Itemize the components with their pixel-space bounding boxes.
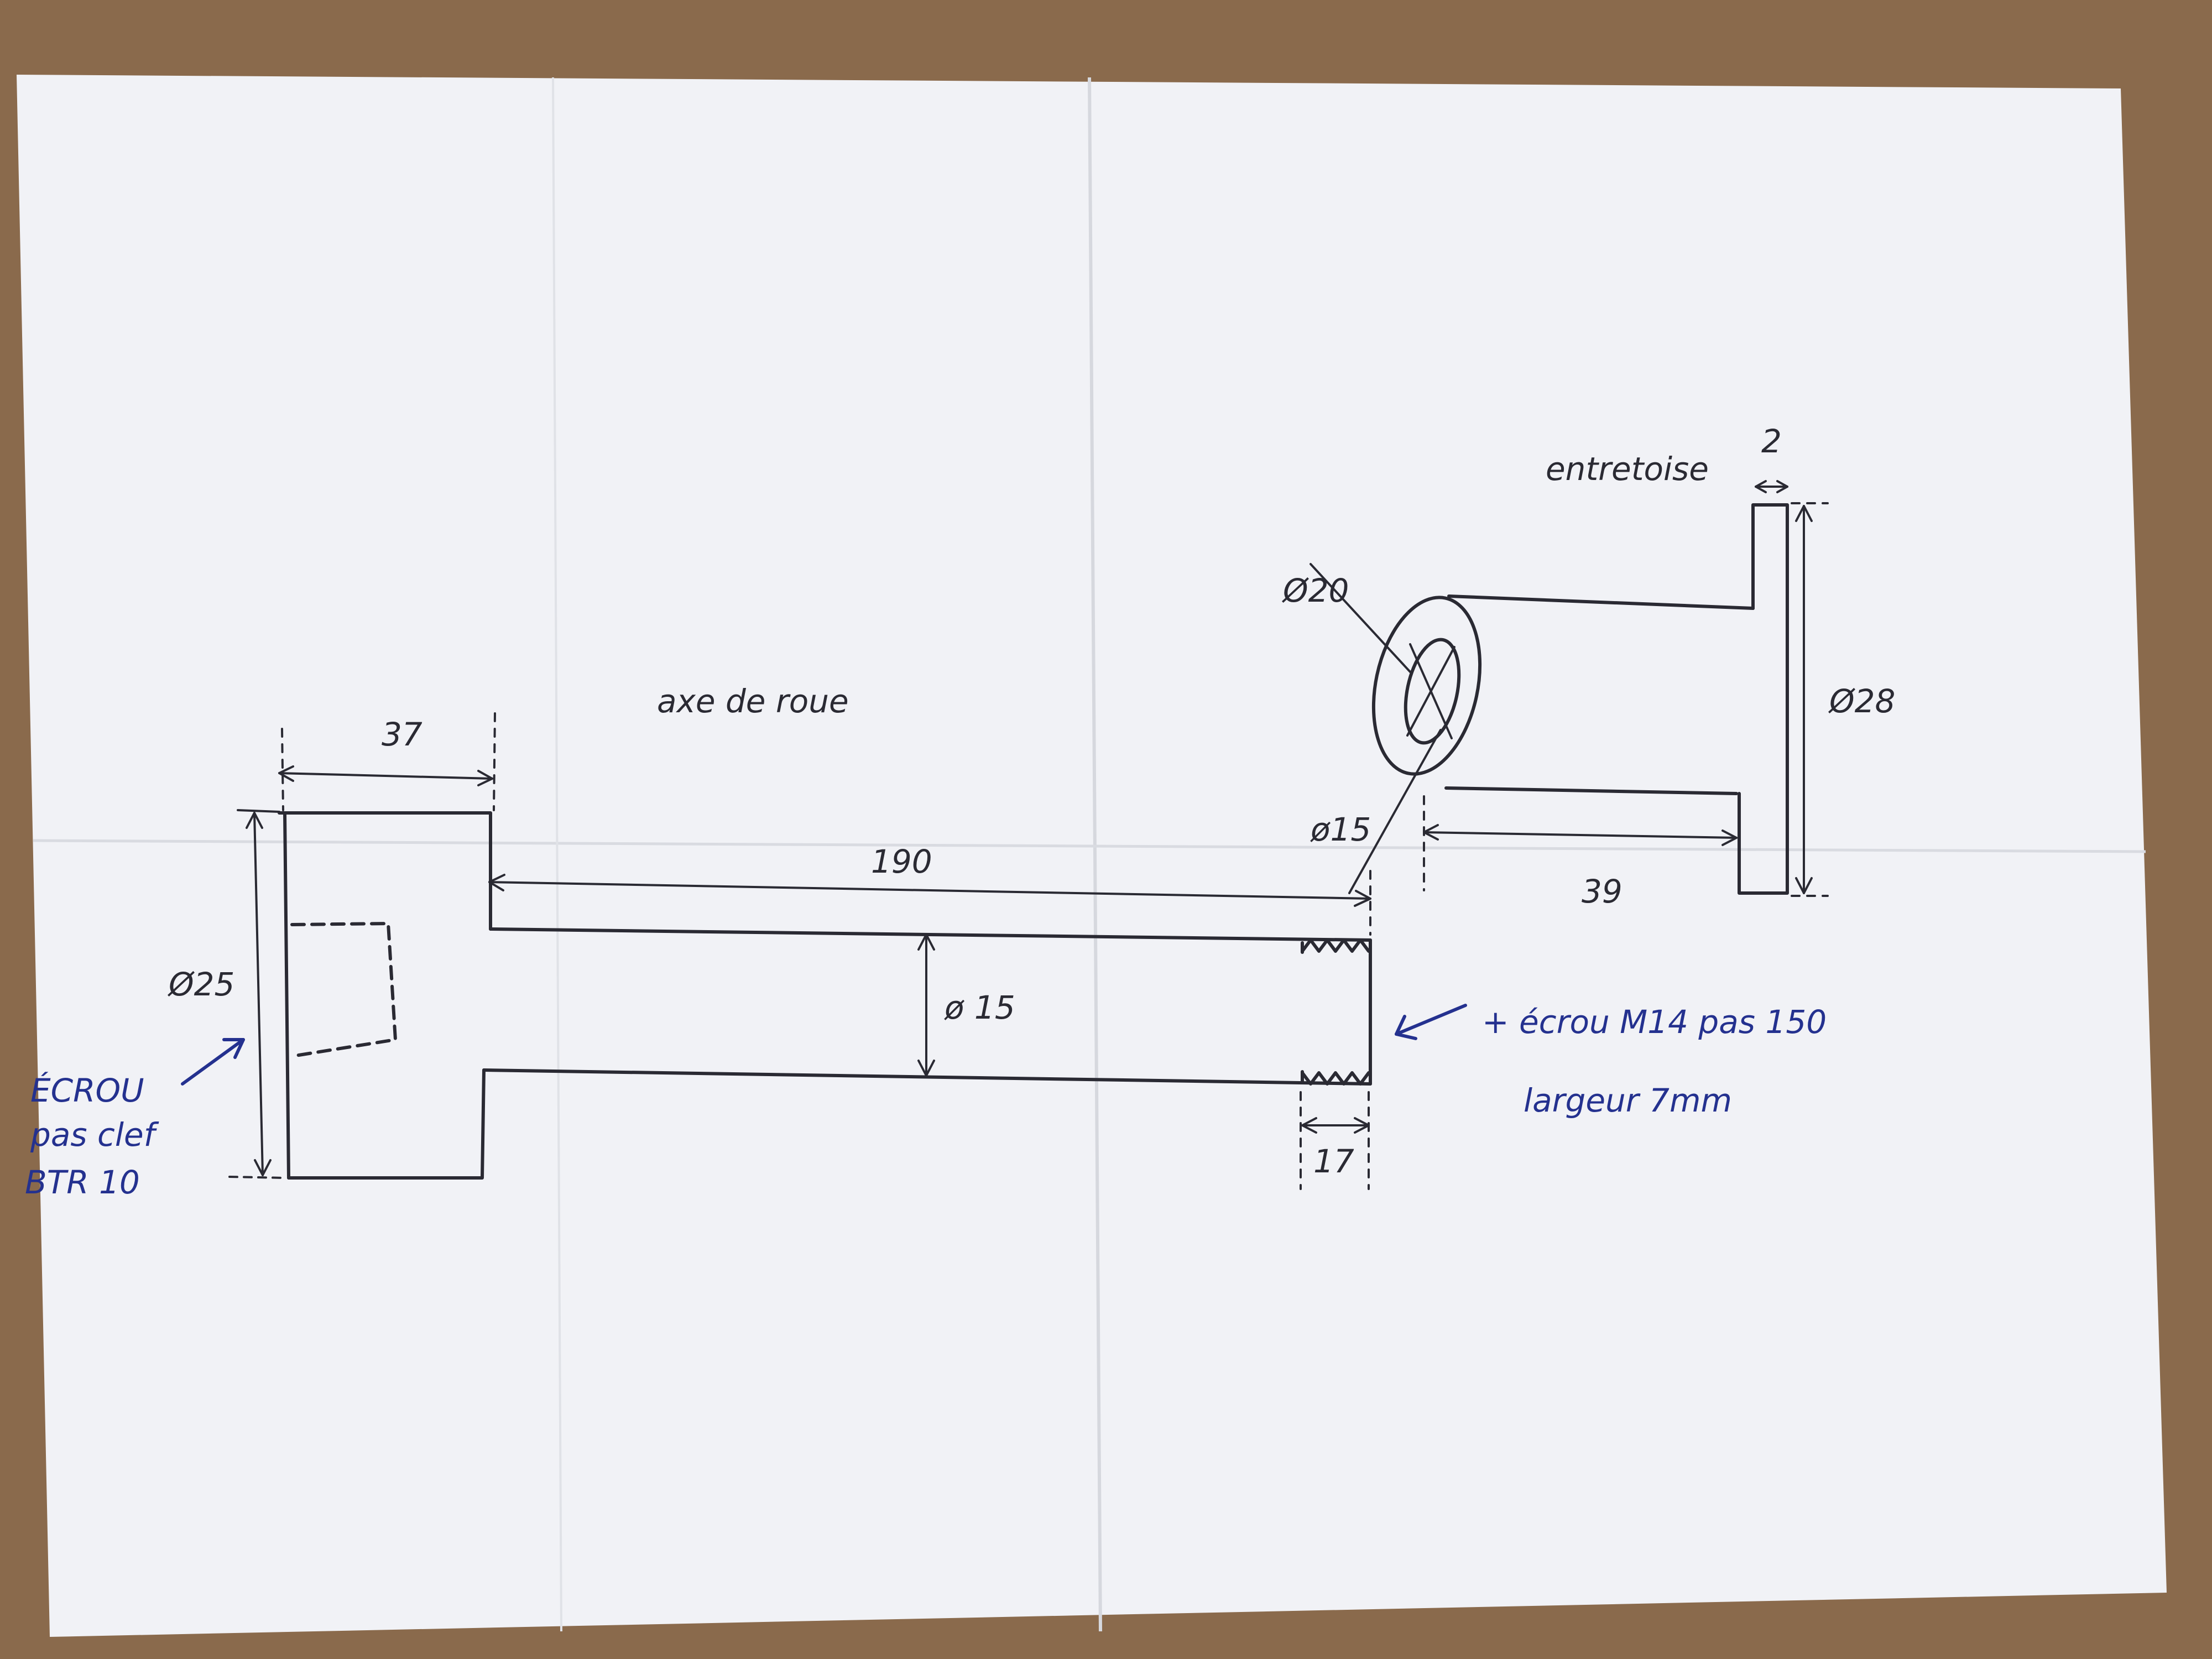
dim-total-length-label: 190: [871, 843, 932, 880]
bore-cross-line: [1406, 646, 1455, 737]
arrowhead: [254, 1159, 272, 1176]
dim-inner-diameter-label: ø15: [1310, 811, 1371, 848]
arrowhead: [1755, 480, 1767, 493]
spacer-outer-ellipse: [1371, 596, 1482, 776]
arrow-to-thread: [1395, 1004, 1467, 1036]
arrowhead: [1354, 890, 1371, 907]
axle-head-bottom-edge: [287, 1068, 486, 1180]
arrowhead: [1795, 505, 1813, 522]
nut-note-line-1: + écrou M14 pas 150: [1482, 1003, 1827, 1041]
axle-drawing: [228, 712, 1372, 1190]
leader-line-inner-diameter: [1348, 729, 1442, 894]
dim-flange-diameter-label: Ø28: [1828, 682, 1895, 720]
dimension-line-37: [278, 772, 493, 780]
dim-spacer-length-label: 39: [1582, 873, 1623, 910]
axle-shaft-bottom-edge: [482, 1068, 1372, 1086]
annotation-arrows: [181, 1004, 1467, 1086]
spacer-flange: [1738, 503, 1789, 895]
dimension-line-39: [1423, 831, 1738, 839]
axle-head-left-edge: [283, 811, 290, 1180]
arrowhead: [1776, 480, 1788, 493]
thread-bottom: [1301, 1071, 1370, 1086]
arrowhead: [222, 1038, 245, 1059]
arrowhead: [1795, 877, 1813, 894]
arrowhead: [917, 933, 935, 951]
spacer-top-edge: [1447, 594, 1755, 610]
axle-shaft-top-edge: [489, 927, 1372, 942]
leader-line-outer-diameter: [1310, 563, 1411, 673]
arrowhead: [1721, 830, 1738, 846]
dim-head-diameter-label: Ø25: [168, 966, 234, 1003]
arrowhead: [1301, 1117, 1317, 1134]
hex-socket-hidden-line: [290, 922, 397, 1058]
dimension-line-head-diameter: [253, 812, 264, 1176]
spacer-drawing: [1310, 480, 1829, 897]
paper-fold-line: [552, 77, 562, 1632]
paper-fold-line: [33, 839, 2146, 853]
thread-top: [1301, 938, 1370, 953]
arrowhead: [477, 770, 493, 786]
extension-line: [493, 712, 496, 811]
paper-fold-line: [1088, 77, 1102, 1632]
dim-head-length-label: 37: [382, 716, 422, 753]
arrowhead: [278, 765, 294, 782]
arrowhead: [246, 812, 263, 829]
extension-line: [281, 728, 284, 811]
dim-thread-length-label: 17: [1313, 1142, 1354, 1180]
dim-outer-diameter-label: Ø20: [1282, 572, 1349, 609]
dim-flange-width-label: 2: [1761, 422, 1782, 460]
arrowhead: [1354, 1117, 1370, 1134]
arrowhead: [1395, 1015, 1417, 1040]
head-note-line-2: pas clef: [30, 1116, 159, 1154]
arrowhead: [917, 1060, 935, 1077]
extension-line: [228, 1176, 286, 1179]
head-note-line-3: BTR 10: [25, 1164, 140, 1201]
spacer-bore-ellipse: [1404, 638, 1461, 745]
spacer-title: entretoise: [1546, 450, 1709, 488]
head-note-line-1: ÉCROU: [30, 1071, 144, 1109]
arrowhead: [488, 874, 505, 891]
axle-head-top-edge: [278, 811, 492, 931]
axle-title: axe de roue: [657, 682, 849, 720]
arrow-to-hex-socket: [181, 1038, 245, 1086]
dimension-line-190: [488, 881, 1371, 900]
spacer-bottom-edge: [1444, 786, 1738, 795]
dim-shaft-diameter-label: ø 15: [944, 989, 1015, 1026]
extension-line: [237, 809, 280, 813]
nut-note-line-2: largeur 7mm: [1524, 1082, 1732, 1119]
